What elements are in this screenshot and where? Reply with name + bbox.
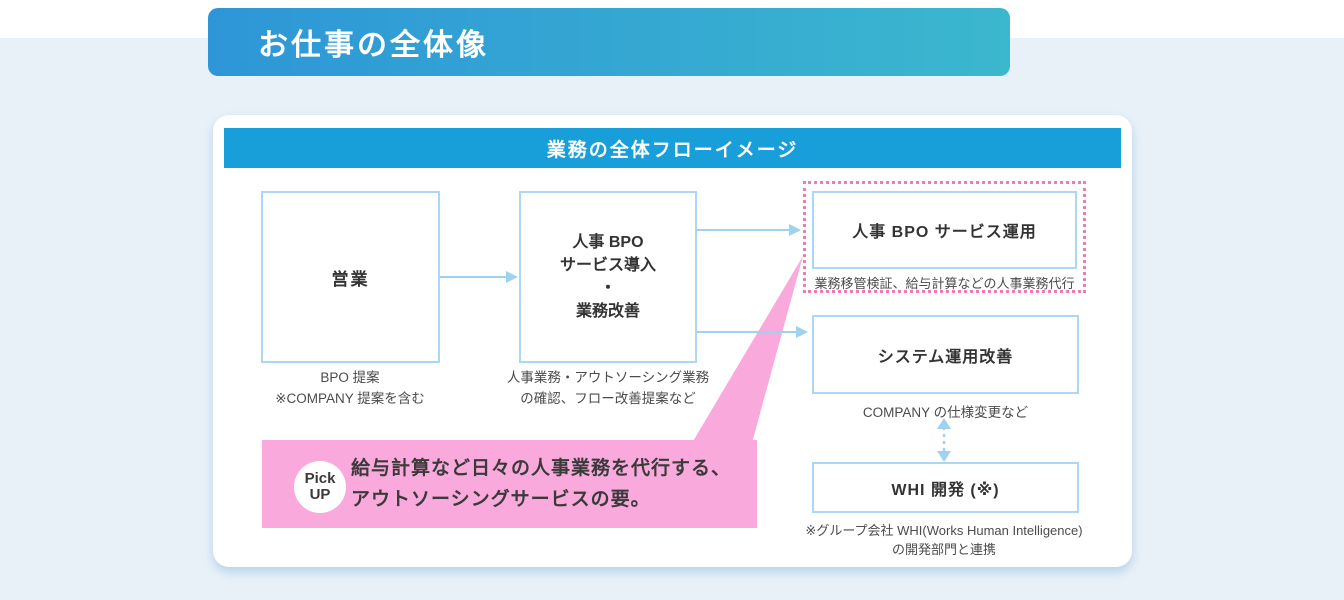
flow-caption-whi: ※グループ会社 WHI(Works Human Intelligence) の開…	[774, 521, 1114, 559]
flow-caption-system: COMPANY の仕様変更など	[812, 402, 1079, 423]
flow-diagram-card: 業務の全体フローイメージ 営業 BPO 提案 ※COMPANY 提案を含む 人事…	[213, 115, 1132, 567]
pickup-callout-wedge	[692, 256, 803, 443]
page-title-band: お仕事の全体像	[208, 8, 1010, 76]
flow-box-intro: 人事 BPO サービス導入 ・ 業務改善	[519, 191, 697, 363]
flow-box-sales-label: 営業	[331, 269, 370, 289]
arrow-intro-to-system-icon	[697, 326, 808, 338]
flow-box-operation: 人事 BPO サービス運用	[812, 191, 1077, 269]
flow-box-intro-line2: サービス導入	[559, 257, 656, 274]
flow-caption-operation: 業務移管検証、給与計算などの人事業務代行	[803, 273, 1086, 294]
page-title: お仕事の全体像	[258, 29, 489, 62]
flow-caption-sales-line1: BPO 提案	[320, 370, 380, 385]
flow-caption-sales: BPO 提案 ※COMPANY 提案を含む	[230, 367, 470, 409]
pickup-text-line1: 給与計算など日々の人事業務を代行する、	[351, 458, 732, 479]
flow-box-whi-label: WHI 開発 (※)	[891, 481, 1000, 499]
diagram-banner-title: 業務の全体フローイメージ	[546, 139, 799, 161]
flow-box-intro-line4: 業務改善	[575, 303, 640, 320]
flow-caption-intro-line1: 人事業務・アウトソーシング業務	[506, 370, 710, 385]
arrow-system-whi-dashed-icon	[937, 418, 951, 462]
flow-caption-intro-line2: の確認、フロー改善提案など	[520, 391, 696, 406]
pickup-badge-line1: Pick	[304, 470, 336, 487]
flow-caption-whi-line1: ※グループ会社 WHI(Works Human Intelligence)	[805, 523, 1083, 538]
pickup-callout: Pick UP 給与計算など日々の人事業務を代行する、 アウトソーシングサービス…	[262, 440, 757, 528]
flow-box-whi: WHI 開発 (※)	[812, 462, 1079, 513]
arrow-sales-to-intro-icon	[440, 271, 518, 283]
diagram-banner: 業務の全体フローイメージ	[224, 128, 1121, 168]
flow-box-intro-line3: ・	[599, 280, 616, 297]
pickup-text: 給与計算など日々の人事業務を代行する、 アウトソーシングサービスの要。	[351, 453, 731, 515]
pickup-badge-line2: UP	[309, 486, 331, 503]
flow-box-operation-label: 人事 BPO サービス運用	[852, 224, 1037, 241]
flow-box-system-label: システム運用改善	[877, 348, 1014, 366]
operation-highlight-dotted-frame	[803, 181, 1086, 293]
arrow-intro-to-operation-icon	[697, 224, 801, 236]
pickup-badge: Pick UP	[294, 461, 346, 513]
flow-box-sales: 営業	[261, 191, 440, 363]
pickup-text-line2: アウトソーシングサービスの要。	[351, 489, 651, 510]
flow-caption-sales-line2: ※COMPANY 提案を含む	[275, 391, 425, 406]
flow-caption-system-text: COMPANY の仕様変更など	[862, 405, 1029, 420]
flow-caption-intro: 人事業務・アウトソーシング業務 の確認、フロー改善提案など	[473, 367, 743, 409]
flow-box-intro-line1: 人事 BPO	[572, 234, 644, 251]
flow-connectors	[440, 224, 951, 462]
flow-box-system: システム運用改善	[812, 315, 1079, 394]
flow-caption-whi-line2: の開発部門と連携	[891, 542, 996, 557]
flow-caption-operation-text: 業務移管検証、給与計算などの人事業務代行	[814, 276, 1075, 291]
